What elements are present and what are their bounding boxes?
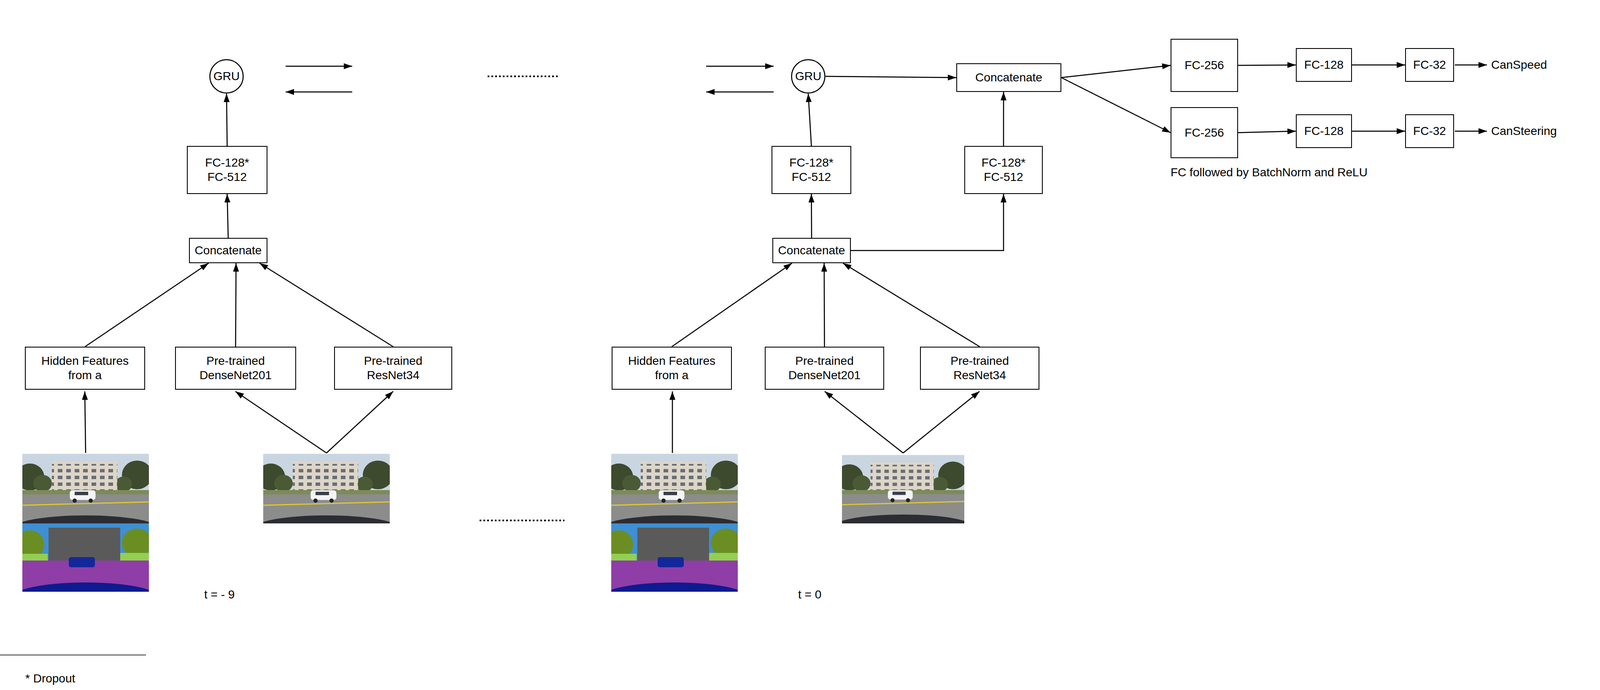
fc-layer-box: FC-256 <box>1170 38 1239 92</box>
segmentation-frame <box>600 523 749 613</box>
connector-arrow <box>227 194 229 238</box>
connector-arrow <box>85 263 209 347</box>
node-text: Pre-trained ResNet34 <box>924 353 1036 383</box>
fc-layer-box: FC-128*FC-512 <box>186 145 268 195</box>
node-text: Hidden Features from a <box>615 353 728 383</box>
node-text: Pre-trained DenseNet201 <box>179 353 292 383</box>
backbone-box: Pre-trained DenseNet201 <box>175 346 297 390</box>
footnote-rule <box>0 654 146 656</box>
node-text: FC-128* <box>981 155 1026 170</box>
connector-arrow <box>850 194 1004 251</box>
connector-arrow <box>1351 64 1406 66</box>
gru-cell: GRU <box>790 59 826 94</box>
gru-cell: GRU <box>209 59 244 94</box>
connector-arrow <box>1238 64 1296 66</box>
fc-layer-box: FC-128*FC-512 <box>771 145 852 195</box>
connector-arrow <box>235 263 237 347</box>
node-text: FC-512 <box>983 169 1023 185</box>
node-text: FC-512 <box>791 169 832 185</box>
feature-box: Hidden Features from a <box>611 346 732 390</box>
concat-box: Concatenate <box>772 237 851 264</box>
connector-arrow <box>1238 131 1296 133</box>
connector-arrow <box>259 263 394 347</box>
node-text: FC-256 <box>1184 125 1224 141</box>
circle-outline <box>210 59 244 94</box>
connector-arrow <box>1351 130 1406 133</box>
output-arrow <box>1454 130 1487 133</box>
fc-layer-box: FC-128 <box>1295 114 1352 149</box>
connector-arrow <box>1003 91 1005 146</box>
connector-arrow <box>226 93 228 146</box>
timestep-label: t = 0 <box>798 587 822 602</box>
node-text: GRU <box>213 69 240 84</box>
connector-arrow <box>842 263 980 347</box>
circle-outline <box>791 59 826 94</box>
camera-frame <box>831 455 975 541</box>
recurrent-arrow <box>706 65 774 68</box>
ellipsis-dots <box>479 519 565 522</box>
node-text: FC-256 <box>1184 58 1224 73</box>
connector-arrow <box>1061 77 1171 133</box>
feature-box: Hidden Features from a <box>24 346 146 390</box>
output-label: CanSteering <box>1491 124 1557 139</box>
concat-box: Concatenate <box>188 237 268 264</box>
node-text: Hidden Features from a <box>29 353 141 383</box>
input-arrow <box>326 391 394 454</box>
node-text: Pre-trained DenseNet201 <box>768 353 880 383</box>
node-text: FC-128 <box>1304 124 1344 139</box>
recurrent-arrow <box>285 91 353 93</box>
fc-layer-box: FC-256 <box>1170 107 1239 159</box>
backbone-box: Pre-trained ResNet34 <box>920 346 1040 390</box>
node-text: Pre-trained ResNet34 <box>338 353 448 383</box>
node-text: Concatenate <box>778 243 846 258</box>
timestep-label: t = - 9 <box>204 587 235 602</box>
node-text: FC-128 <box>1304 57 1344 73</box>
node-text: FC-128* <box>205 155 249 170</box>
output-arrow <box>1454 64 1487 66</box>
connector-arrow <box>823 263 826 347</box>
input-arrow <box>84 391 86 454</box>
input-arrow <box>903 391 980 454</box>
connector-arrow <box>825 76 957 78</box>
footnote-text: * Dropout <box>25 671 76 686</box>
note-text: FC followed by BatchNorm and ReLU <box>1170 165 1368 180</box>
fc-layer-box: FC-32 <box>1405 114 1455 149</box>
recurrent-arrow <box>285 65 353 68</box>
fc-layer-box: FC-128 <box>1295 48 1352 82</box>
backbone-box: Pre-trained DenseNet201 <box>764 346 885 390</box>
backbone-box: Pre-trained ResNet34 <box>334 346 453 390</box>
node-text: Concatenate <box>975 70 1043 85</box>
node-text: FC-32 <box>1413 57 1447 73</box>
segmentation-frame <box>11 523 160 613</box>
node-text: Concatenate <box>194 243 262 258</box>
input-arrow <box>824 391 904 454</box>
node-text: FC-512 <box>207 169 247 185</box>
input-arrow <box>235 391 327 454</box>
node-text: GRU <box>795 69 822 84</box>
connector-arrow <box>808 93 812 146</box>
fc-layer-box: FC-32 <box>1405 48 1455 82</box>
recurrent-arrow <box>706 91 774 93</box>
connector-arrow <box>671 263 793 347</box>
node-text: FC-32 <box>1413 124 1447 139</box>
camera-frame <box>252 453 401 543</box>
output-label: CanSpeed <box>1491 57 1547 73</box>
concat-box: Concatenate <box>956 63 1062 92</box>
node-text: FC-128* <box>789 155 834 170</box>
connector-arrow <box>810 194 813 238</box>
ellipsis-dots <box>487 75 560 78</box>
fc-layer-box: FC-128*FC-512 <box>964 145 1043 195</box>
connector-arrow <box>1061 65 1171 78</box>
input-arrow <box>671 391 674 454</box>
